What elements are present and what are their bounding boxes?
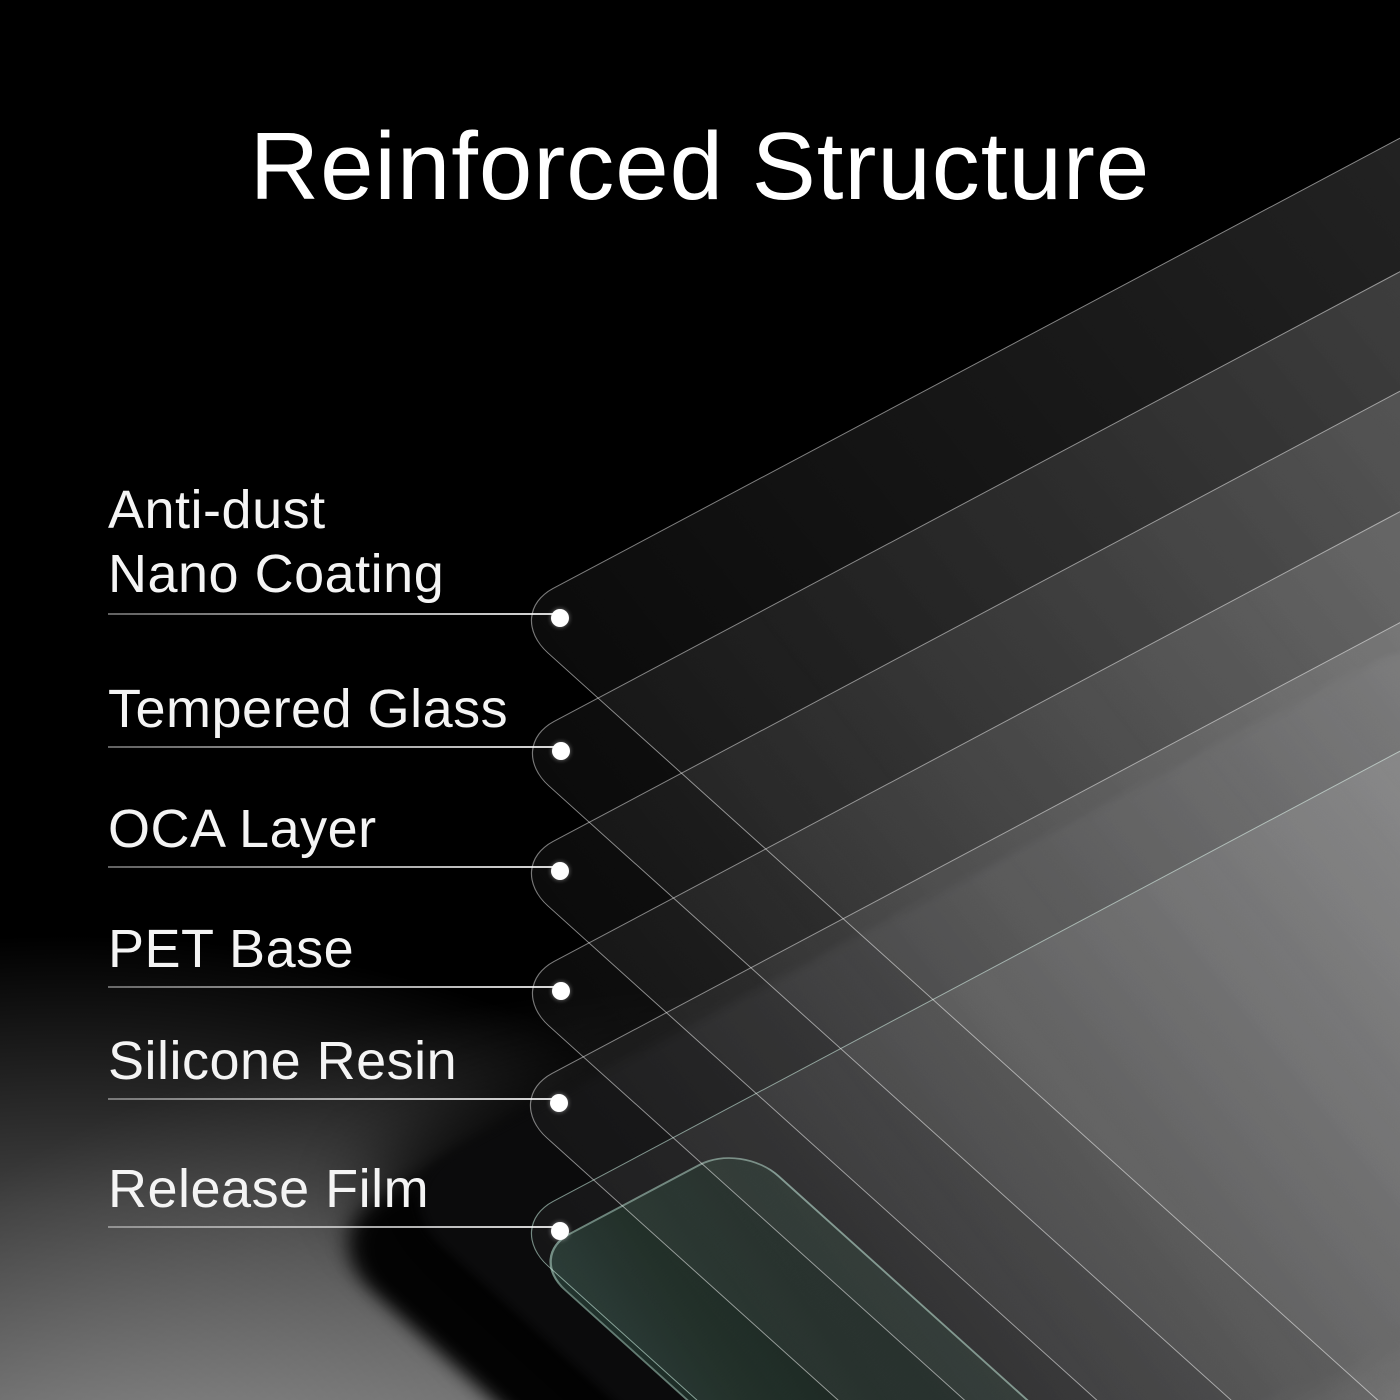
layer-dot-pet-base xyxy=(552,982,570,1000)
layer-label-line: Tempered Glass xyxy=(108,679,509,739)
leader-line-silicone-resin xyxy=(108,1098,560,1100)
layer-label-anti-dust-nano-coating: Anti-dust Nano Coating xyxy=(108,478,444,606)
layer-label-pet-base: PET Base xyxy=(108,917,354,981)
leader-line-oca-layer xyxy=(108,866,560,868)
layer-label-line: Release Film xyxy=(108,1159,430,1219)
layer-label-line: Silicone Resin xyxy=(108,1031,458,1091)
leader-line-anti-dust-nano-coating xyxy=(108,613,560,615)
layer-label-line: PET Base xyxy=(108,919,355,979)
layer-label-oca-layer: OCA Layer xyxy=(108,797,377,861)
leader-line-release-film xyxy=(108,1226,560,1228)
layer-dot-anti-dust-nano-coating xyxy=(551,609,569,627)
layer-dot-oca-layer xyxy=(551,862,569,880)
layer-label-silicone-resin: Silicone Resin xyxy=(108,1029,457,1093)
layer-label-line: Anti-dust xyxy=(108,480,326,540)
layer-dot-tempered-glass xyxy=(552,742,570,760)
page-title: Reinforced Structure xyxy=(249,113,1151,220)
layer-label-tempered-glass: Tempered Glass xyxy=(108,677,508,741)
leader-line-pet-base xyxy=(108,986,560,988)
layer-dot-silicone-resin xyxy=(550,1094,568,1112)
leader-line-tempered-glass xyxy=(108,746,560,748)
layer-label-release-film: Release Film xyxy=(108,1157,429,1221)
layer-dot-release-film xyxy=(551,1222,569,1240)
layer-label-line: OCA Layer xyxy=(108,799,377,859)
layer-label-line: Nano Coating xyxy=(108,544,445,604)
